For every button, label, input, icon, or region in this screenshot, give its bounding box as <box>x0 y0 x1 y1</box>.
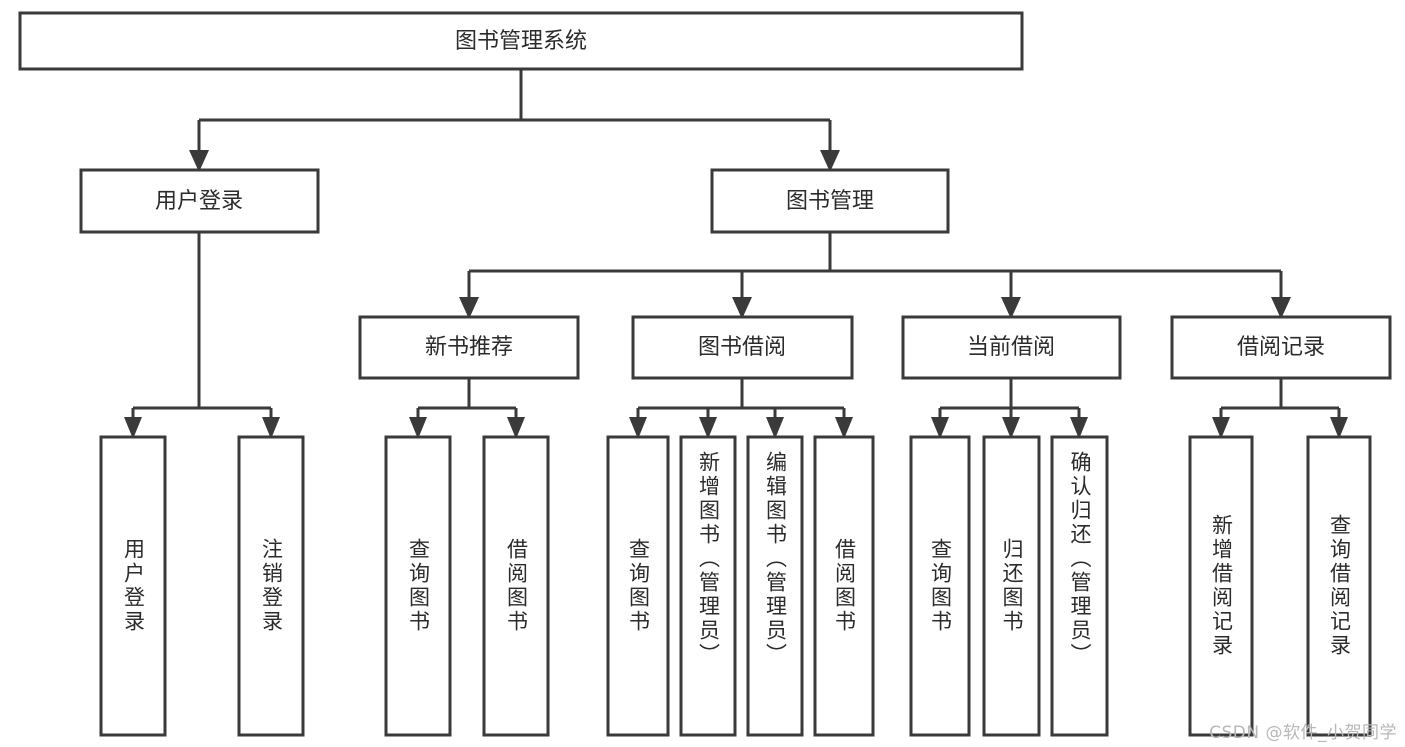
arrowhead-group <box>124 150 1348 439</box>
arrowhead-leaf-bb-edit <box>766 417 784 439</box>
node-book-borrow[interactable] <box>631 315 854 380</box>
arrowhead-borrow <box>732 297 752 319</box>
arrowhead-leaf-nb-borrow <box>507 417 525 439</box>
label-book-borrow: 图书借阅 <box>698 335 786 360</box>
leaf-box-bb-edit-book[interactable] <box>746 435 804 737</box>
arrowhead-leaf-bb-query <box>629 417 647 439</box>
arrowhead-leaf-br-add <box>1212 417 1230 439</box>
arrowhead-leaf-nb-query <box>409 417 427 439</box>
leaf-box-br-query-record[interactable] <box>1306 435 1372 737</box>
label-user-login: 用户登录 <box>155 189 243 214</box>
leaf-box-br-add-record[interactable] <box>1188 435 1254 737</box>
label-new-book-recommend: 新书推荐 <box>425 335 513 360</box>
csdn-watermark: CSDN @软件_小贺同学 <box>1209 723 1397 743</box>
arrowhead-user-login <box>189 150 209 172</box>
horizontal-label-group: 图书管理系统 用户登录 图书管理 新书推荐 图书借阅 当前借阅 借阅记录 <box>155 29 1325 360</box>
arrowhead-book-manage <box>820 150 840 172</box>
label-current-borrow: 当前借阅 <box>967 335 1055 360</box>
leaf-box-logout[interactable] <box>237 435 305 737</box>
arrowhead-new-book <box>459 297 479 319</box>
node-current-borrow[interactable] <box>901 315 1122 380</box>
node-borrow-record[interactable] <box>1170 315 1392 380</box>
arrowhead-leaf-cb-return <box>1002 417 1020 439</box>
arrowhead-current-borrow <box>1001 297 1021 319</box>
leaf-box-user-login[interactable] <box>99 435 167 737</box>
label-book-management: 图书管理 <box>786 189 874 214</box>
leaf-box-bb-borrow-book[interactable] <box>813 435 875 737</box>
leaf-box-cb-query-book[interactable] <box>909 435 971 737</box>
leaf-box-bb-query-book[interactable] <box>606 435 670 737</box>
label-borrow-record: 借阅记录 <box>1237 335 1325 360</box>
arrowhead-leaf-cb-confirm <box>1070 417 1088 439</box>
leaf-box-cb-confirm-return[interactable] <box>1050 435 1109 737</box>
arrowhead-leaf-br-query <box>1330 417 1348 439</box>
node-box-group <box>18 11 1392 737</box>
node-root-book-system[interactable] <box>18 11 1024 71</box>
leaf-box-cb-return-book[interactable] <box>982 435 1041 737</box>
leaf-box-nb-query-book[interactable] <box>384 435 452 737</box>
arrowhead-leaf-bb-add <box>699 417 717 439</box>
arrowhead-leaf-user-login <box>124 417 142 439</box>
node-user-login[interactable] <box>79 168 320 234</box>
leaf-box-nb-borrow-book[interactable] <box>482 435 550 737</box>
node-book-management[interactable] <box>710 168 950 234</box>
node-new-book-recommend[interactable] <box>358 315 580 380</box>
arrowhead-leaf-cb-query <box>931 417 949 439</box>
arrowhead-leaf-bb-borrow <box>835 417 853 439</box>
leaf-box-bb-add-book[interactable] <box>679 435 737 737</box>
label-root-book-system: 图书管理系统 <box>455 29 587 54</box>
arrowhead-borrow-record <box>1271 297 1291 319</box>
arrowhead-leaf-logout <box>262 417 280 439</box>
